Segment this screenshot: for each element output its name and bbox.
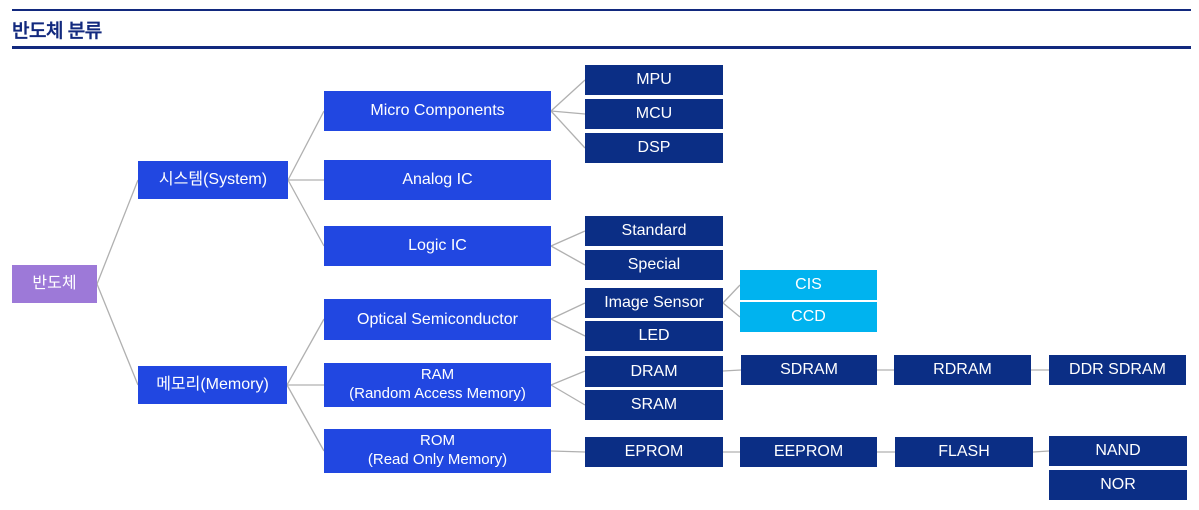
node-system: 시스템(System) bbox=[138, 161, 288, 199]
node-nor: NOR bbox=[1049, 470, 1187, 500]
node-label: NAND bbox=[1095, 442, 1141, 459]
node-label: Optical Semiconductor bbox=[357, 310, 518, 328]
node-label: Analog IC bbox=[402, 171, 473, 188]
node-label: NOR bbox=[1100, 476, 1136, 493]
node-label: RAM bbox=[420, 366, 455, 384]
node-eprom: EPROM bbox=[585, 437, 723, 467]
node-label: MCU bbox=[635, 105, 673, 122]
connector-line bbox=[96, 283, 139, 386]
node-label: Image Sensor bbox=[604, 294, 704, 311]
node-label: (Random Access Memory) bbox=[349, 385, 526, 402]
node-eeprom: EEPROM bbox=[740, 437, 877, 467]
connector-line bbox=[96, 179, 139, 285]
connector-line bbox=[550, 110, 586, 115]
node-label: SRAM bbox=[630, 396, 678, 413]
node-label: CIS bbox=[795, 276, 822, 293]
connector-line bbox=[286, 318, 325, 386]
connector-line bbox=[550, 245, 586, 266]
node-label: Logic IC bbox=[408, 237, 467, 254]
node-label: EEPROM bbox=[773, 443, 844, 460]
node-special: Special bbox=[585, 250, 723, 280]
connector-line bbox=[287, 110, 325, 181]
node-rom: ROM(Read Only Memory) bbox=[324, 429, 551, 473]
connector-line bbox=[722, 284, 741, 304]
connector-line bbox=[550, 302, 586, 320]
node-ram: RAM(Random Access Memory) bbox=[324, 363, 551, 407]
node-label: EPROM bbox=[624, 443, 684, 460]
node-standard: Standard bbox=[585, 216, 723, 246]
node-mpu: MPU bbox=[585, 65, 723, 95]
node-bandoche: 반도체 bbox=[12, 265, 97, 303]
node-label: Standard bbox=[621, 222, 687, 239]
node-rdram: RDRAM bbox=[894, 355, 1031, 385]
connector-line bbox=[1032, 450, 1050, 453]
node-label: ROM bbox=[420, 432, 455, 450]
node-nand: NAND bbox=[1049, 436, 1187, 466]
node-label: DRAM bbox=[630, 362, 678, 380]
connector-line bbox=[550, 318, 586, 337]
node-dram: DRAM bbox=[585, 356, 723, 387]
node-logic-ic: Logic IC bbox=[324, 226, 551, 266]
node-label: 반도체 bbox=[32, 275, 77, 292]
connector-line bbox=[550, 370, 586, 386]
connector-line bbox=[550, 230, 586, 247]
node-label: RDRAM bbox=[933, 361, 992, 378]
node-flash: FLASH bbox=[895, 437, 1033, 467]
node-label: DDR SDRAM bbox=[1069, 361, 1166, 378]
node-image-sensor: Image Sensor bbox=[585, 288, 723, 318]
node-sram: SRAM bbox=[585, 390, 723, 420]
node-ddr-sdram: DDR SDRAM bbox=[1049, 355, 1186, 385]
connector-line bbox=[550, 79, 586, 112]
node-label: DSP bbox=[637, 139, 671, 156]
page-title: 반도체 분류 bbox=[12, 21, 102, 42]
node-ccd: CCD bbox=[740, 302, 877, 332]
node-label: Micro Components bbox=[370, 102, 505, 119]
connector-line bbox=[287, 179, 325, 247]
node-label: Special bbox=[627, 256, 681, 273]
connector-line bbox=[550, 110, 586, 149]
node-analog-ic: Analog IC bbox=[324, 160, 551, 200]
connector-line bbox=[550, 384, 586, 406]
node-dsp: DSP bbox=[585, 133, 723, 163]
connector-line bbox=[286, 384, 325, 452]
node-label: LED bbox=[638, 327, 670, 344]
node-cis: CIS bbox=[740, 270, 877, 300]
connector-line bbox=[722, 302, 741, 318]
node-label: 메모리(Memory) bbox=[156, 376, 269, 393]
node-label: SDRAM bbox=[780, 361, 838, 378]
node-optical-semiconductor: Optical Semiconductor bbox=[324, 299, 551, 340]
connector-line bbox=[722, 369, 742, 372]
node-label: 시스템(System) bbox=[158, 171, 268, 188]
node-label: CCD bbox=[791, 308, 826, 325]
node-memory: 메모리(Memory) bbox=[138, 366, 287, 404]
header-top-rule bbox=[12, 9, 1191, 11]
node-label: MPU bbox=[636, 71, 672, 88]
node-mcu: MCU bbox=[585, 99, 723, 129]
node-micro-components: Micro Components bbox=[324, 91, 551, 131]
connector-line bbox=[550, 450, 586, 453]
header-bottom-rule bbox=[12, 46, 1191, 49]
node-sdram: SDRAM bbox=[741, 355, 877, 385]
node-led: LED bbox=[585, 321, 723, 351]
node-label: (Read Only Memory) bbox=[367, 451, 508, 468]
node-label: FLASH bbox=[938, 443, 990, 460]
